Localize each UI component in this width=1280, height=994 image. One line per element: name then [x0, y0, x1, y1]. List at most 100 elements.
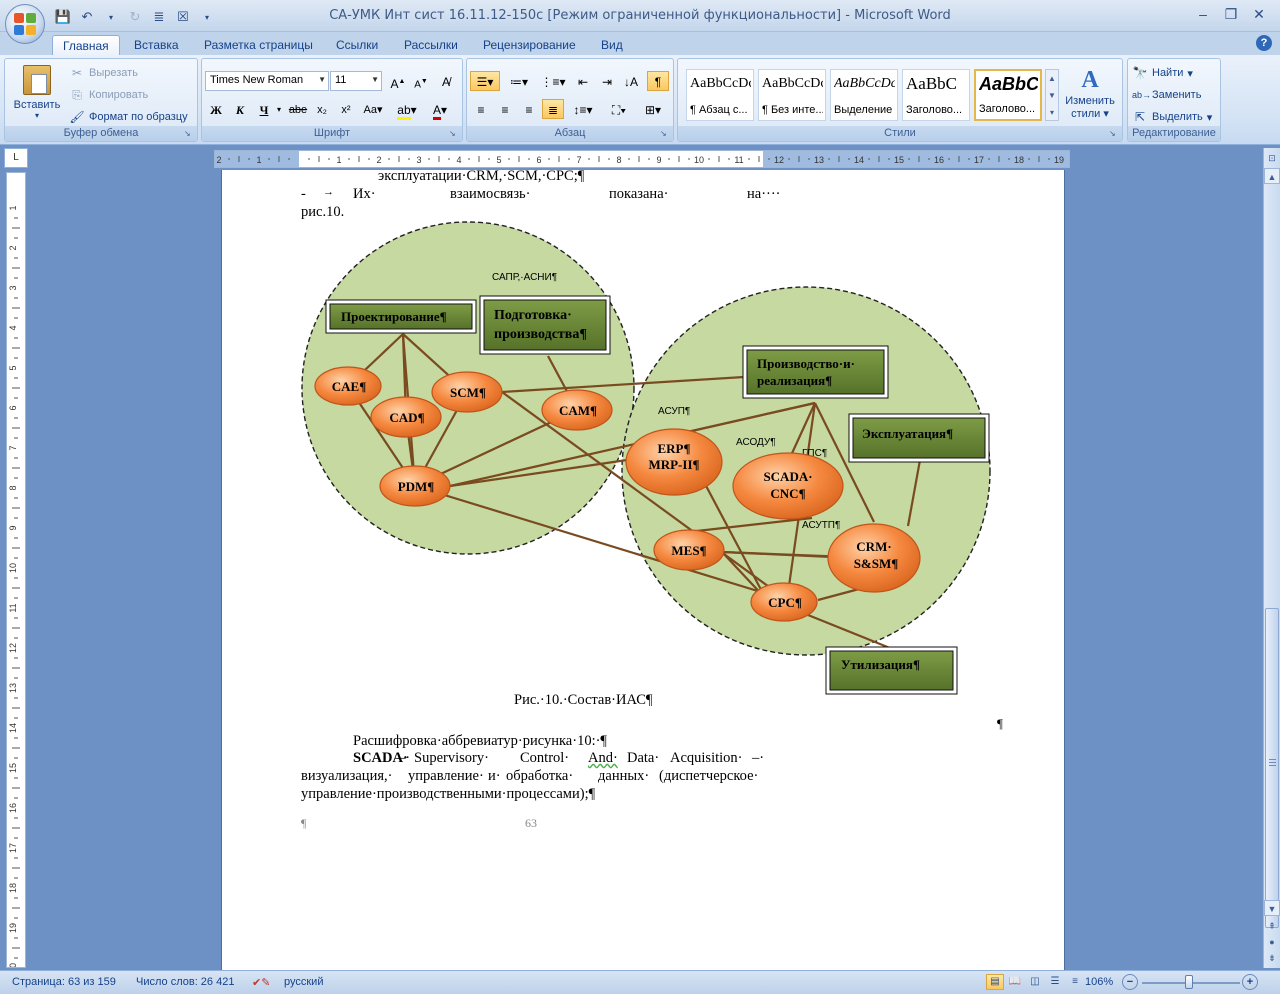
- draft-icon[interactable]: ≡: [1072, 976, 1078, 987]
- help-icon[interactable]: ?: [1256, 35, 1272, 51]
- numbering-button[interactable]: ≔▾: [509, 75, 529, 89]
- zoom-level[interactable]: 106%: [1085, 976, 1114, 988]
- check-icon[interactable]: ☒: [177, 9, 189, 24]
- next-page-icon[interactable]: ⇟: [1268, 953, 1276, 963]
- ruler-number: 1: [8, 205, 18, 210]
- shrink-font-button[interactable]: A▼: [414, 78, 428, 91]
- justify-icon[interactable]: ≣: [542, 99, 564, 119]
- vertical-ruler[interactable]: 1234567891011121314151617181920: [6, 172, 26, 968]
- save-icon[interactable]: 💾: [54, 9, 72, 24]
- format-list-icon[interactable]: ≣: [153, 9, 165, 24]
- font-name-combo[interactable]: Times New Roman▼: [205, 71, 329, 91]
- copy-button[interactable]: ⎘Копировать: [69, 87, 148, 103]
- line-spacing-icon[interactable]: ↕≡▾: [573, 103, 593, 117]
- minimize-button[interactable]: –: [1199, 6, 1207, 22]
- multilevel-list-button[interactable]: ⋮≡▾: [540, 75, 566, 89]
- redo-icon[interactable]: ↻: [129, 9, 141, 24]
- select-button[interactable]: ⇱Выделить ▾: [1132, 109, 1212, 125]
- ruler-number: 10: [8, 563, 18, 573]
- font-size-combo[interactable]: 11▼: [330, 71, 382, 91]
- strikethrough-button[interactable]: abe: [288, 104, 308, 116]
- scroll-up-button[interactable]: ▲: [1264, 168, 1280, 184]
- styles-launcher-icon[interactable]: ↘: [1109, 129, 1116, 138]
- bold-button[interactable]: Ж: [210, 103, 222, 117]
- vertical-scrollbar[interactable]: ⊡ ▲ ▼ ⇞ ● ⇟: [1263, 148, 1280, 968]
- box-exploitation: Эксплуатация¶: [848, 413, 990, 463]
- cut-button[interactable]: ✂Вырезать: [69, 65, 138, 81]
- customize-qat-icon[interactable]: ▾: [204, 12, 209, 22]
- office-button[interactable]: [5, 4, 45, 44]
- previous-page-icon[interactable]: ⇞: [1268, 921, 1276, 931]
- underline-button[interactable]: Ч: [259, 103, 269, 117]
- align-center-icon[interactable]: ≡: [501, 103, 509, 117]
- scroll-down-button[interactable]: ▼: [1264, 900, 1280, 916]
- font-color-button[interactable]: A▾: [424, 99, 456, 120]
- paste-button[interactable]: Вставить ▾: [11, 63, 63, 125]
- close-button[interactable]: ✕: [1253, 6, 1265, 22]
- highlight-button[interactable]: ab▾: [392, 99, 422, 120]
- box-design: Проектирование¶: [325, 299, 477, 334]
- ruler-toggle-icon[interactable]: ⊡: [1268, 153, 1276, 163]
- italic-button[interactable]: К: [235, 103, 245, 117]
- undo-icon[interactable]: ↶: [81, 9, 93, 24]
- font-launcher-icon[interactable]: ↘: [449, 129, 456, 138]
- clipboard-launcher-icon[interactable]: ↘: [184, 129, 191, 138]
- scroll-thumb[interactable]: [1265, 608, 1279, 928]
- sort-icon[interactable]: ↓A: [623, 75, 638, 89]
- undo-dropdown-icon[interactable]: ▾: [108, 12, 113, 22]
- tab-selector[interactable]: L: [4, 148, 28, 168]
- change-styles-button[interactable]: A Изменить стили ▾: [1062, 65, 1118, 121]
- format-painter-button[interactable]: 🖌Формат по образцу: [69, 109, 187, 125]
- editing-group-label: Редактирование: [1128, 126, 1220, 141]
- clear-format-icon[interactable]: A̸: [441, 75, 450, 89]
- style-normal[interactable]: AaBbCcDc¶ Абзац с...: [686, 69, 754, 121]
- borders-icon[interactable]: ⊞▾: [644, 103, 662, 117]
- grow-font-button[interactable]: A▲: [390, 77, 406, 91]
- styles-scroll[interactable]: ▲▼▾: [1045, 69, 1059, 121]
- tab-insert[interactable]: Вставка: [134, 38, 179, 52]
- find-button[interactable]: 🔭Найти ▾: [1132, 66, 1193, 80]
- web-layout-icon[interactable]: ◫: [1030, 976, 1040, 987]
- select-browse-object-icon[interactable]: ●: [1269, 937, 1275, 947]
- word-count[interactable]: Число слов: 26 421: [136, 976, 235, 988]
- outline-icon[interactable]: ☰: [1050, 976, 1060, 987]
- align-left-icon[interactable]: ≡: [477, 103, 485, 117]
- align-right-icon[interactable]: ≡: [525, 103, 533, 117]
- paragraph-launcher-icon[interactable]: ↘: [660, 129, 667, 138]
- show-marks-icon[interactable]: ¶: [647, 71, 669, 91]
- restore-button[interactable]: ❐: [1224, 6, 1238, 22]
- subscript-button[interactable]: x₂: [317, 104, 327, 116]
- increase-indent-icon[interactable]: ⇥: [601, 75, 613, 89]
- box-production-sales: Производство·и· реализация¶: [742, 345, 889, 399]
- tab-references[interactable]: Ссылки: [336, 38, 379, 52]
- zoom-slider-thumb[interactable]: [1185, 975, 1193, 989]
- decrease-indent-icon[interactable]: ⇤: [577, 75, 589, 89]
- tab-page-layout[interactable]: Разметка страницы: [204, 38, 313, 52]
- bullets-button[interactable]: ☰▾: [470, 71, 500, 91]
- print-layout-icon[interactable]: ▤: [986, 974, 1004, 990]
- tab-view[interactable]: Вид: [601, 38, 623, 52]
- tab-review[interactable]: Рецензирование: [483, 38, 576, 52]
- tab-home[interactable]: Главная: [52, 35, 120, 56]
- styles-group: AaBbCcDc¶ Абзац с... AaBbCcDc¶ Без инте.…: [677, 58, 1123, 142]
- style-no-spacing[interactable]: AaBbCcDc¶ Без инте...: [758, 69, 826, 121]
- proofing-icon[interactable]: ✔✎: [252, 977, 271, 989]
- node-cam-label: CAM¶: [559, 403, 597, 418]
- zoom-in-button[interactable]: +: [1242, 974, 1258, 990]
- reading-layout-icon[interactable]: 📖: [1008, 976, 1022, 987]
- node-mes: [653, 529, 725, 571]
- replace-button[interactable]: ab→Заменить: [1132, 87, 1201, 103]
- language-indicator[interactable]: русский: [284, 976, 324, 988]
- superscript-button[interactable]: x²: [341, 104, 351, 116]
- change-case-button[interactable]: Aa▾: [363, 104, 383, 116]
- document-page[interactable]: эксплуатации·CRM,·SCM,·CPC;¶ - → Их· вза…: [221, 168, 1065, 970]
- page-count[interactable]: Страница: 63 из 159: [12, 976, 116, 988]
- shading-icon[interactable]: ⛶▾: [611, 103, 627, 117]
- tab-mailings[interactable]: Рассылки: [404, 38, 458, 52]
- underline-dropdown-icon[interactable]: ▾: [276, 105, 281, 114]
- zoom-out-button[interactable]: −: [1122, 974, 1138, 990]
